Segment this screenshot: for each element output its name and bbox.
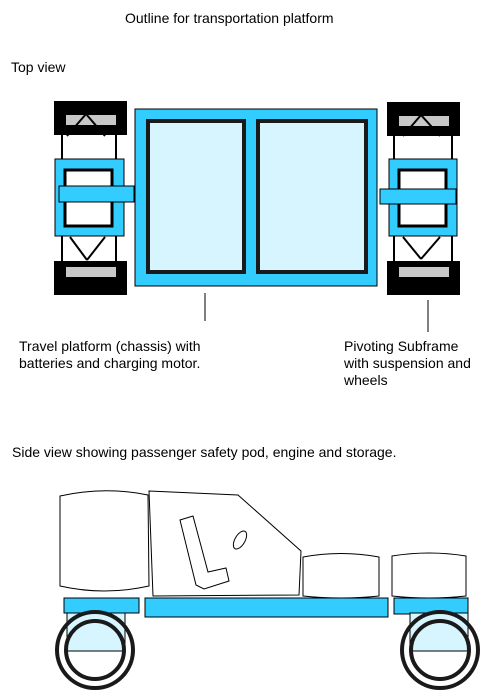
right-subframe <box>379 102 460 295</box>
right-rear-wheel <box>387 261 460 295</box>
chassis-bay-right <box>256 119 368 274</box>
engine-pod <box>302 553 380 599</box>
right-rear-wheel-slot <box>399 267 449 277</box>
chassis-bay-left <box>146 119 246 274</box>
rear-storage-pod <box>391 552 467 599</box>
top-view <box>54 101 460 332</box>
right-crossbar <box>379 188 457 205</box>
left-link <box>69 236 88 261</box>
diagram-title: Outline for transportation platform <box>125 10 334 26</box>
right-wheel-inner-tire <box>409 619 471 681</box>
right-wheel-outer-tire <box>400 610 480 690</box>
chassis-side-platform <box>144 597 389 618</box>
pod-window <box>179 515 230 590</box>
left-link <box>86 236 106 261</box>
left-link <box>66 113 87 137</box>
side-view <box>55 490 480 690</box>
chassis-caption: Travel platform (chassis) with batteries… <box>19 338 201 371</box>
subframe-caption: Pivoting Subframe with suspension and wh… <box>344 338 471 388</box>
left-rear-wheel-slot <box>66 267 116 277</box>
right-link <box>420 114 441 137</box>
chassis-top <box>134 108 378 287</box>
right-front-wheel-slot <box>399 116 449 126</box>
top-view-label: Top view <box>11 59 66 75</box>
left-wheel-inner-tire <box>64 619 126 681</box>
left-wheel-side <box>55 610 135 690</box>
left-rear-wheel <box>54 261 127 295</box>
right-link <box>402 114 422 137</box>
front-storage-pod <box>59 490 150 592</box>
right-link <box>402 236 422 260</box>
left-wheel-outer-tire <box>55 610 135 690</box>
right-link <box>420 236 441 260</box>
left-subframe <box>54 101 135 295</box>
left-link <box>85 113 106 137</box>
right-wheel-side <box>400 610 480 690</box>
side-view-label: Side view showing passenger safety pod, … <box>12 444 397 460</box>
left-crossbar <box>58 185 135 203</box>
pod-porthole <box>232 530 248 550</box>
passenger-safety-pod <box>148 490 302 597</box>
